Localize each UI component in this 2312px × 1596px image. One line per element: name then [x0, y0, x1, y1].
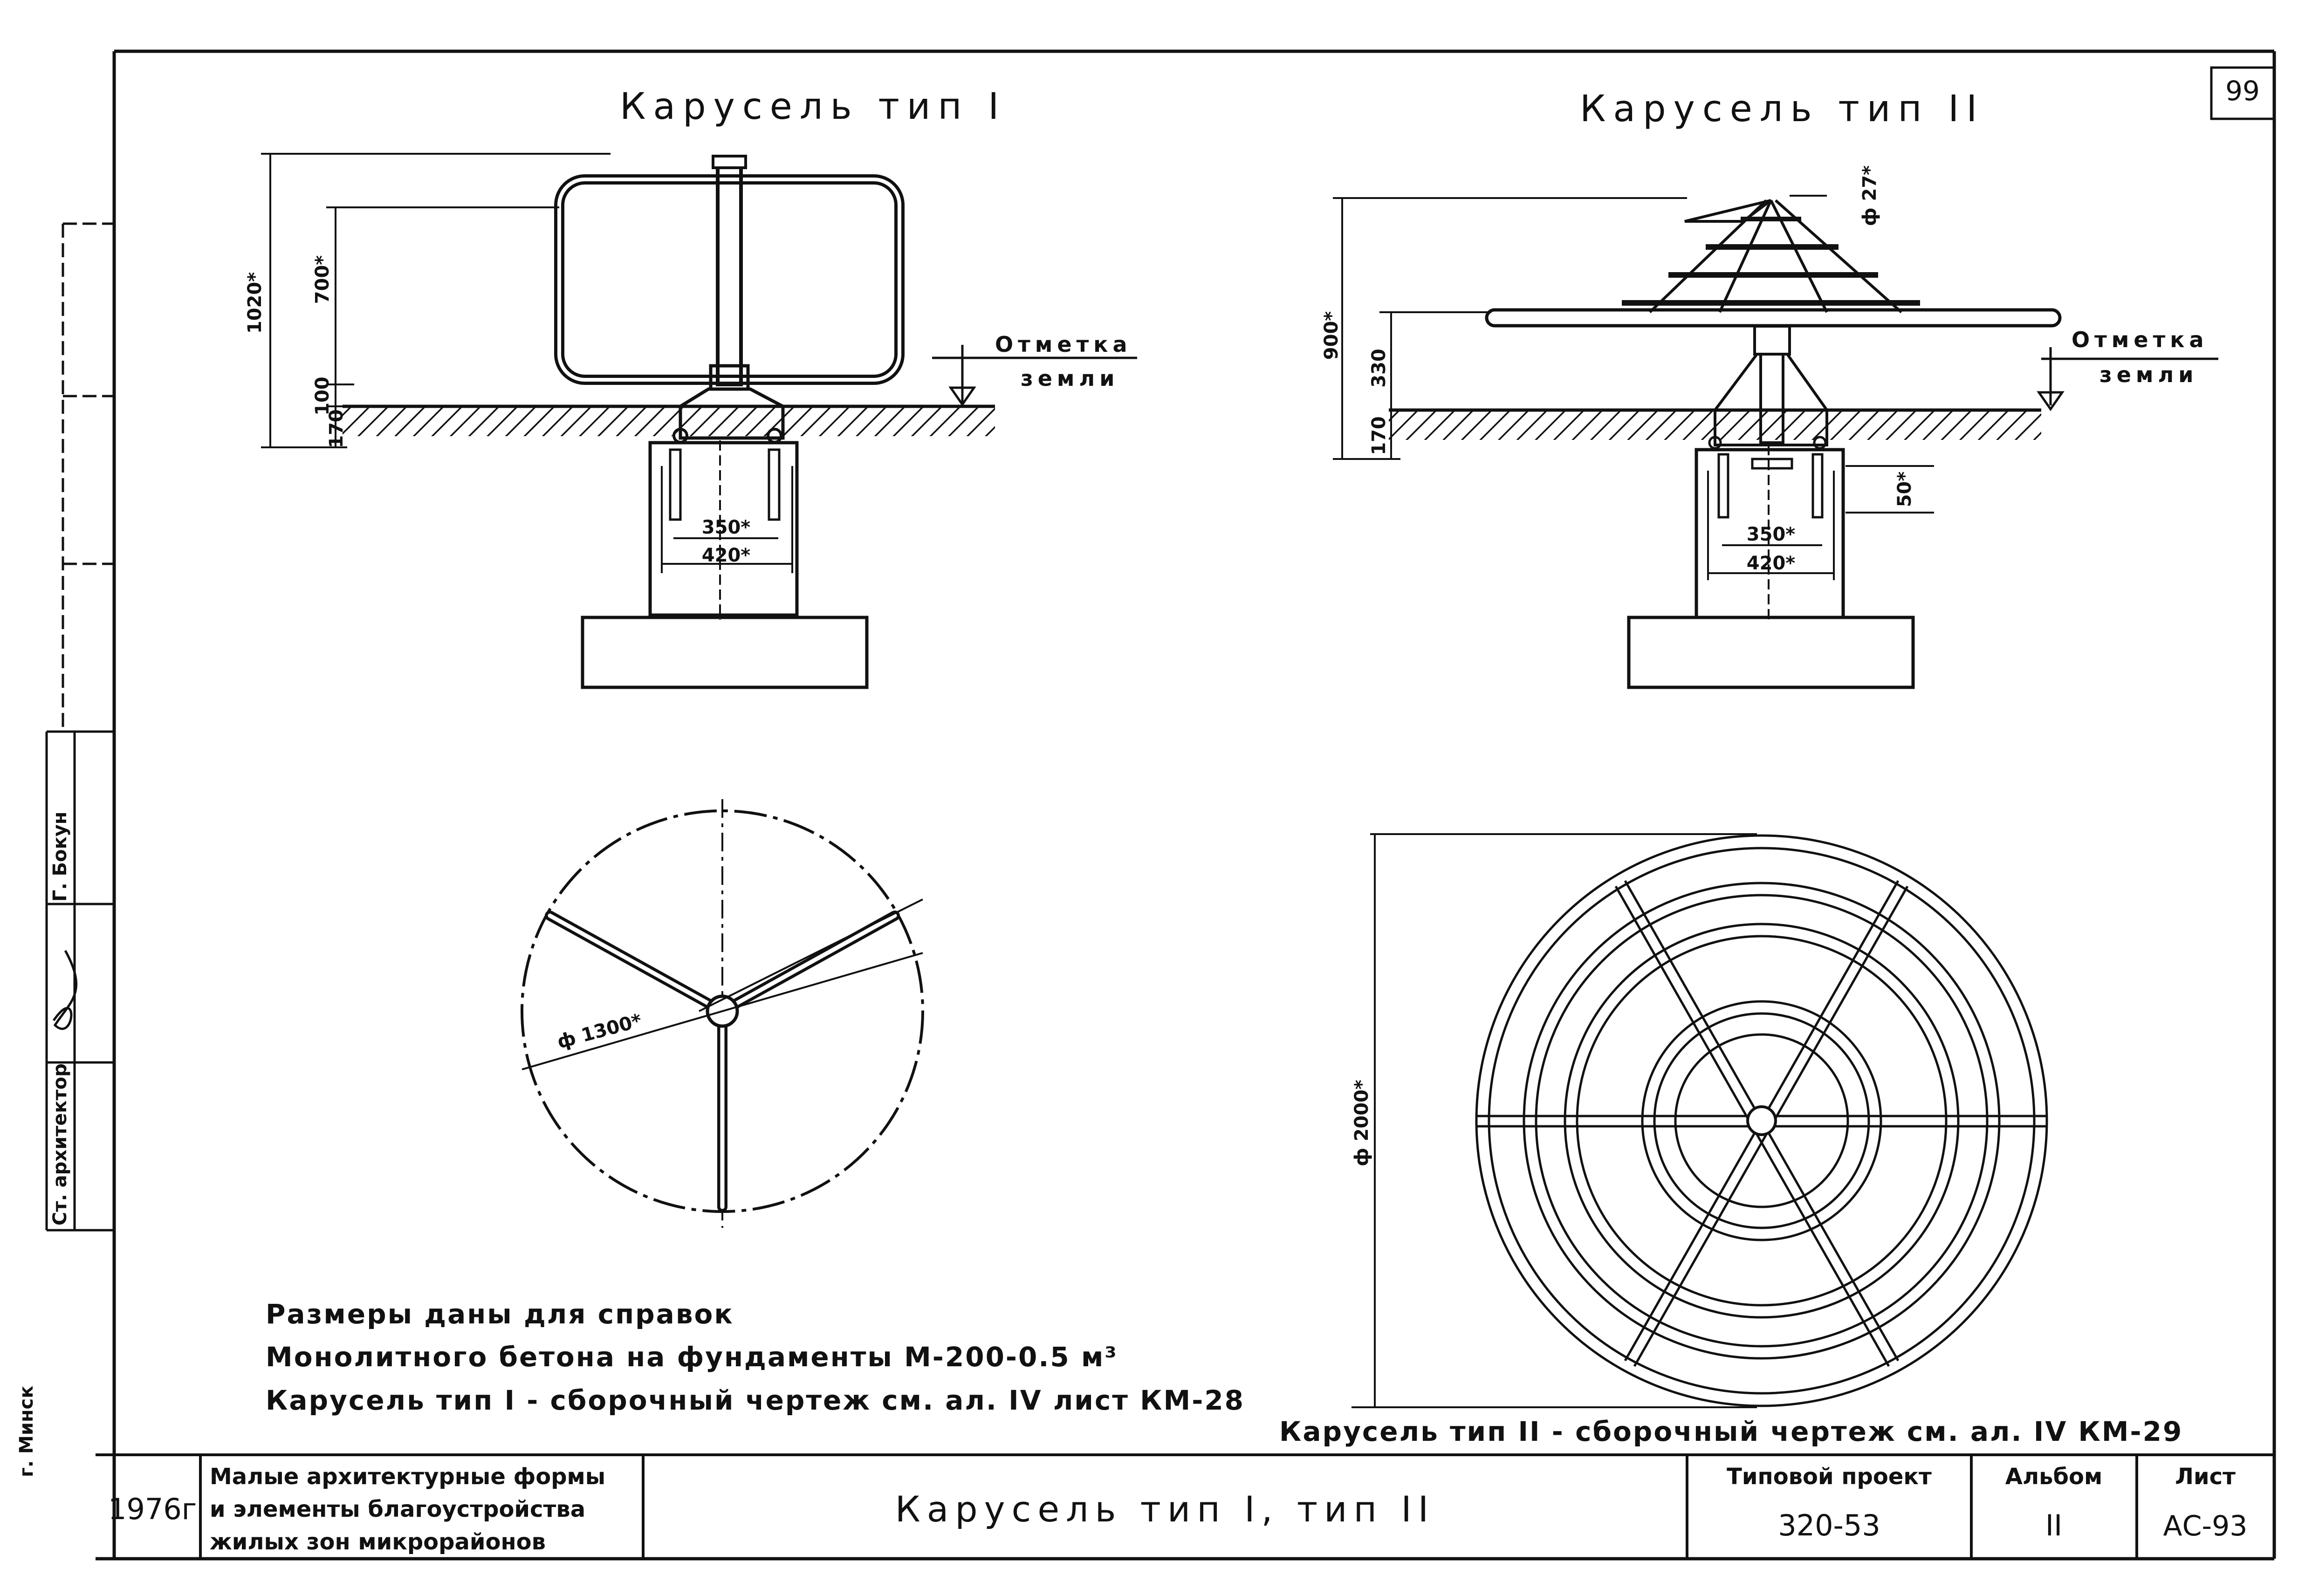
- t2-dim-pipe: ф 27*: [1859, 165, 1880, 226]
- t2-dim-found: 170: [1368, 416, 1390, 455]
- sheet-number-box: 99: [2210, 66, 2276, 120]
- t1-dim-frame: 700*: [312, 255, 333, 304]
- type1-title: Карусель тип I: [620, 86, 1006, 128]
- tb-project-label: Типовой проект: [1727, 1464, 1932, 1490]
- type1-plan: [521, 799, 924, 1228]
- tb-year: 1976г: [108, 1492, 197, 1526]
- note-line-4: Карусель тип II - сборочный чертеж см. а…: [1279, 1416, 2183, 1447]
- t1-ground-label-1: Отметка: [995, 332, 1132, 357]
- tb-org-2: и элементы благоустройства: [210, 1496, 585, 1522]
- stamp-role: Ст. архитектор: [49, 1063, 71, 1226]
- t2-dim-depth: 50*: [1894, 472, 1915, 507]
- t1-ground-label-2: земли: [1021, 366, 1119, 391]
- t2-ground-label-2: земли: [2099, 362, 2198, 387]
- t2-plan-diameter: ф 2000*: [1351, 1080, 1372, 1166]
- t2-dim-seat: 330: [1368, 349, 1390, 388]
- tb-album-label: Альбом: [2005, 1464, 2102, 1490]
- type2-plan: [1352, 833, 2048, 1408]
- tb-org-1: Малые архитектурные формы: [210, 1464, 605, 1490]
- title-block: [96, 1453, 2274, 1559]
- type2-elevation: [1333, 195, 2218, 689]
- type1-elevation: [261, 153, 1137, 689]
- side-stamp: [45, 222, 114, 1232]
- note-line-3: Карусель тип I - сборочный чертеж см. ал…: [266, 1384, 1245, 1416]
- tb-sheet-value: АС-93: [2163, 1510, 2248, 1542]
- t1-dim-inner: 350*: [702, 517, 750, 538]
- notes: Размеры даны для справок Монолитного бет…: [266, 1298, 2183, 1447]
- t1-dim-outer: 420*: [702, 545, 750, 566]
- t1-dim-gap: 100: [312, 377, 333, 416]
- t1-dim-found: 170: [326, 409, 347, 448]
- tb-album-value: II: [2045, 1508, 2063, 1542]
- type2-title: Карусель тип II: [1580, 88, 1984, 130]
- stamp-city: г. Минск: [16, 1386, 37, 1477]
- t2-dim-outer: 420*: [1747, 553, 1795, 574]
- sheet-frame: [96, 49, 2276, 1561]
- sheet-number: 99: [2225, 75, 2260, 107]
- t2-dim-inner: 350*: [1747, 524, 1795, 545]
- note-line-1: Размеры даны для справок: [266, 1298, 734, 1330]
- t2-ground-label-1: Отметка: [2072, 327, 2209, 352]
- tb-sheet-label: Лист: [2175, 1464, 2236, 1490]
- t2-dim-total: 900*: [1321, 311, 1342, 360]
- t1-dim-total: 1020*: [244, 272, 266, 334]
- tb-drawing-title: Карусель тип I, тип II: [895, 1488, 1435, 1530]
- tb-org-3: жилых зон микрорайонов: [210, 1529, 546, 1555]
- stamp-name: Г. Бокун: [49, 812, 71, 902]
- tb-project-value: 320-53: [1778, 1508, 1880, 1542]
- note-line-2: Монолитного бетона на фундаменты М-200-0…: [266, 1341, 1118, 1373]
